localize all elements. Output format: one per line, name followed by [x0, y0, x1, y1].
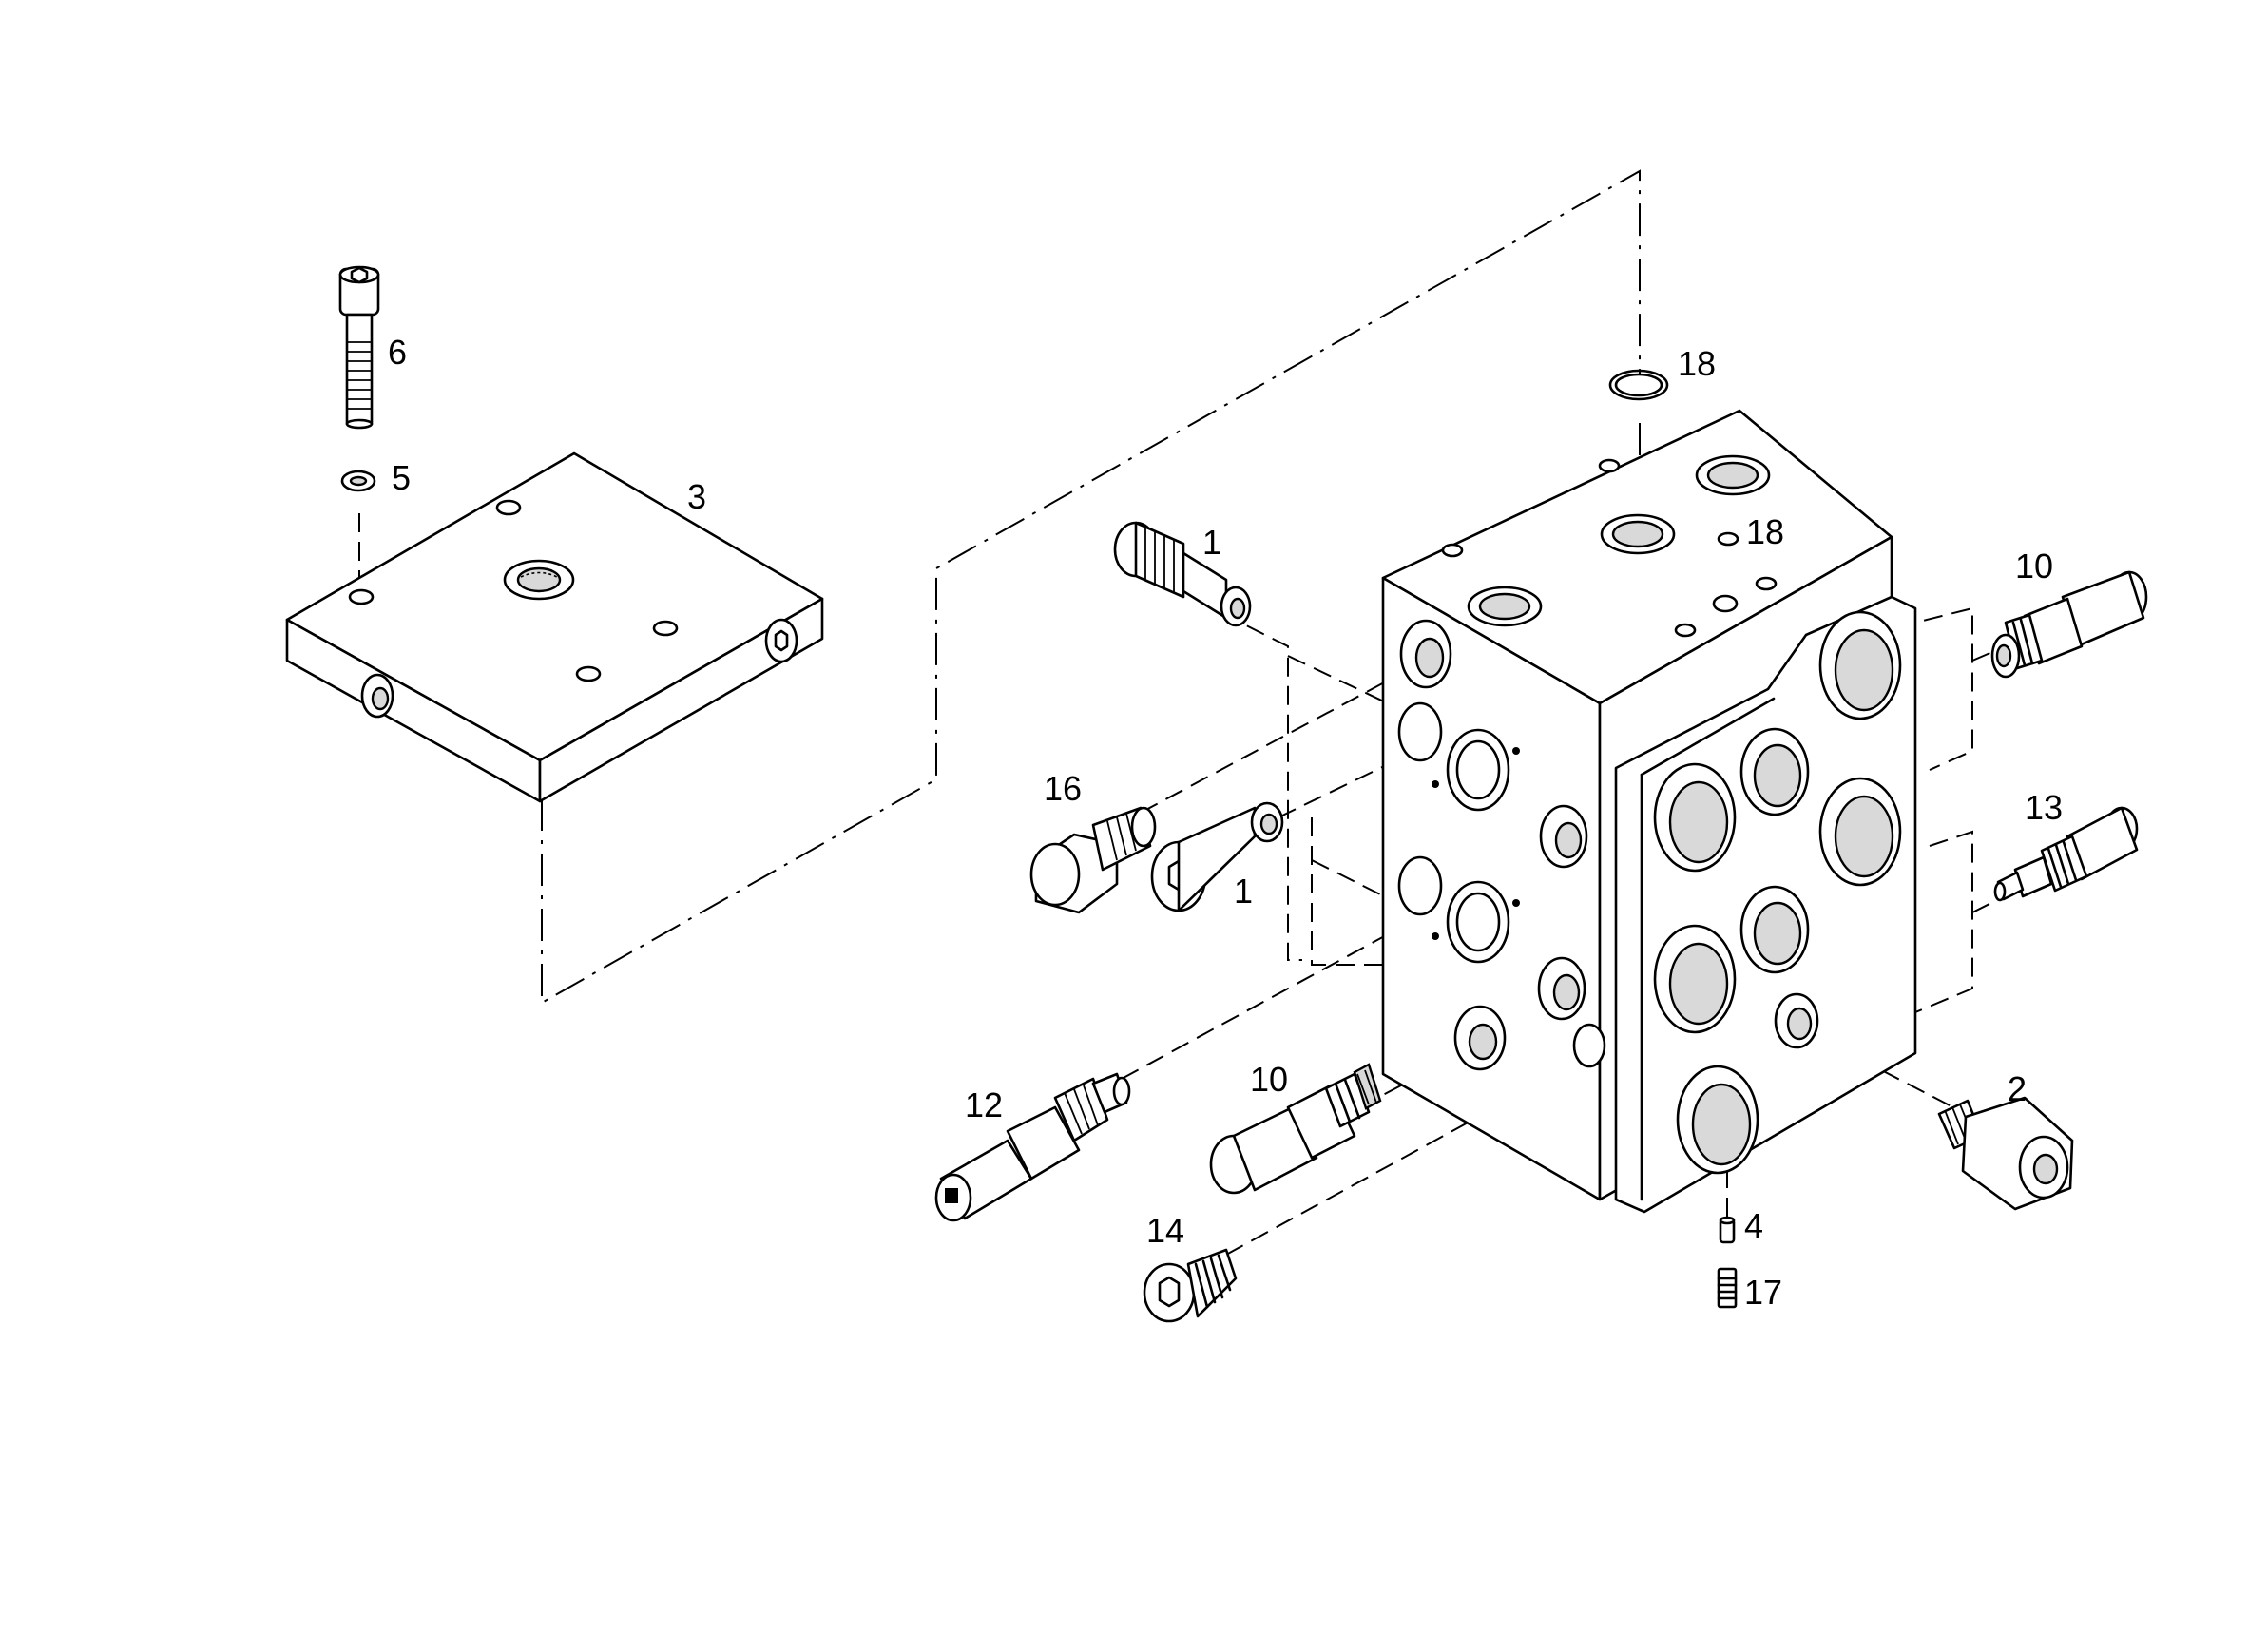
o-ring-part-18-small [1717, 531, 1739, 547]
pressure-valve-part-13 [1993, 806, 2139, 902]
callout-label-1-lower: 1 [1234, 872, 1253, 911]
callout-label-1-upper: 1 [1202, 523, 1221, 562]
callout-label-16: 16 [1044, 769, 1082, 808]
adapter-part-2 [1937, 1096, 2074, 1211]
relief-valve-part-10-lower [1209, 1063, 1382, 1195]
callout-label-14: 14 [1146, 1211, 1184, 1250]
callout-label-6: 6 [388, 333, 407, 372]
washer-part-5 [340, 470, 376, 492]
cap-screw-part-6 [338, 265, 380, 430]
plug-part-16 [1029, 806, 1157, 914]
callout-label-18-top: 18 [1678, 344, 1716, 383]
callout-label-13: 13 [2025, 788, 2063, 827]
o-ring-part-18-top [1608, 369, 1669, 401]
callout-label-2: 2 [2008, 1069, 2027, 1108]
pin-part-4 [1719, 1216, 1736, 1244]
cartridge-part-1-lower [1150, 801, 1284, 912]
callout-label-4: 4 [1744, 1206, 1763, 1245]
callout-label-10-upper: 10 [2015, 547, 2053, 586]
valve-block [1381, 409, 1917, 1214]
callout-label-18-small: 18 [1746, 512, 1784, 551]
cartridge-part-1-upper [1113, 521, 1252, 627]
callout-label-3: 3 [687, 477, 706, 516]
set-screw-part-17 [1717, 1267, 1738, 1309]
plug-screw-part-14 [1143, 1248, 1238, 1323]
solenoid-valve-part-12 [934, 1072, 1131, 1222]
cover-plate-part-3 [285, 451, 824, 803]
callout-label-5: 5 [392, 458, 411, 497]
callout-label-12: 12 [965, 1085, 1003, 1124]
callout-label-17: 17 [1744, 1273, 1782, 1312]
callout-label-10-lower: 10 [1250, 1060, 1288, 1099]
callout-labels: 6 5 3 1 18 18 10 16 1 13 12 10 2 4 14 17 [388, 333, 2063, 1312]
relief-valve-part-10-upper [1990, 570, 2148, 679]
